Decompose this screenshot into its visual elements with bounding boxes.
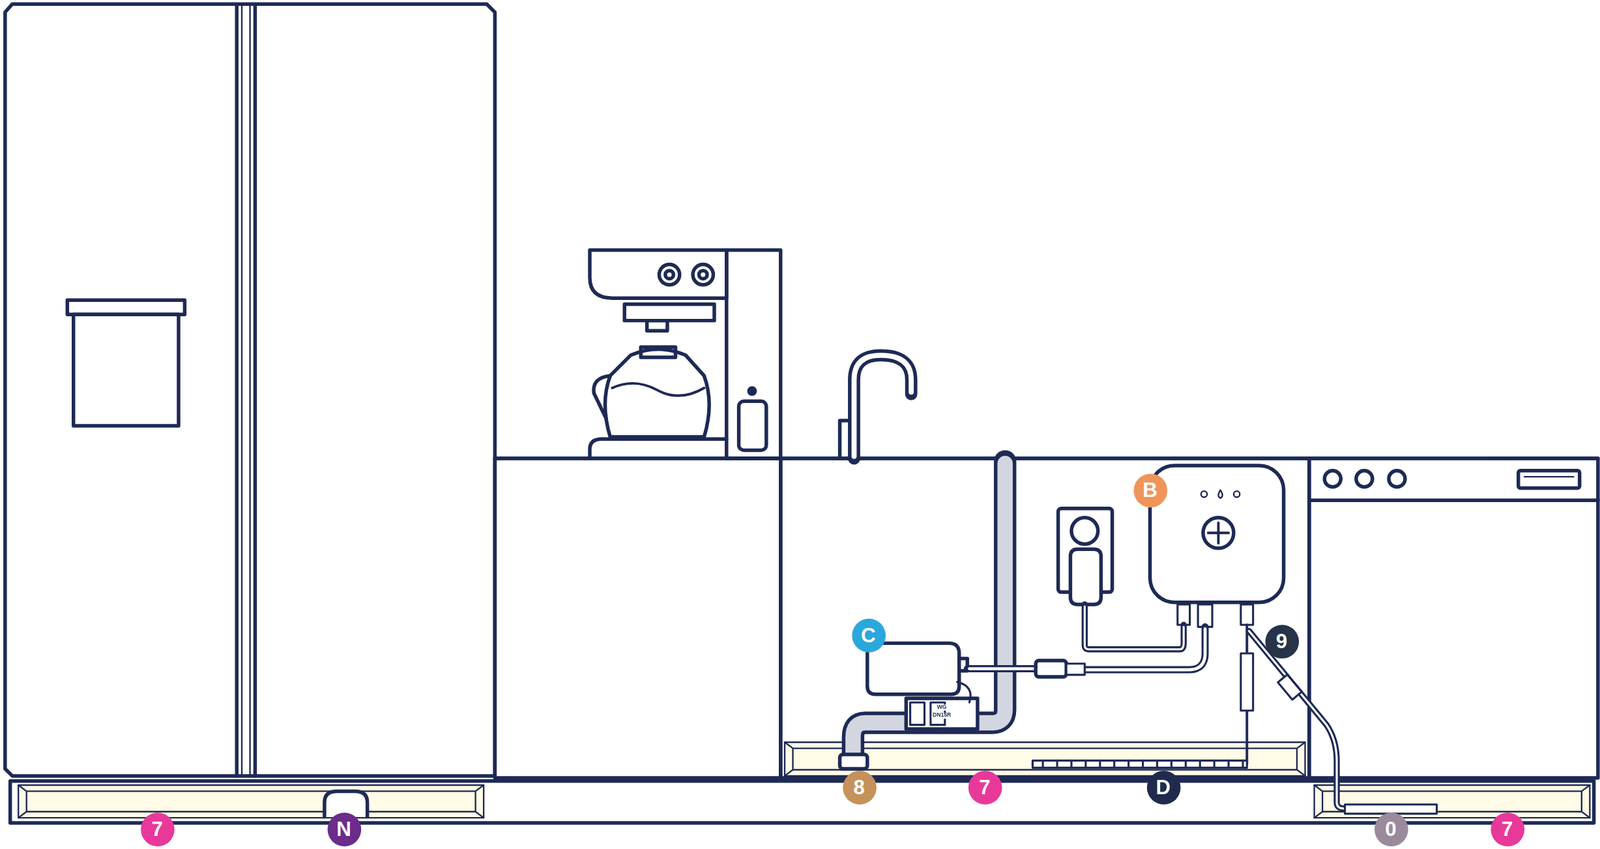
- strip-tick: [1084, 759, 1087, 768]
- drain-pipe: [840, 461, 1006, 769]
- sensor-cable: [1032, 624, 1253, 768]
- strip-tick: [1127, 759, 1130, 768]
- control-hub: [1150, 465, 1284, 627]
- strip-tick: [1213, 759, 1216, 768]
- callout-number: B: [1133, 473, 1168, 508]
- strip-tick: [1141, 759, 1144, 768]
- strip-tick: [1199, 759, 1202, 768]
- strip-tick: [1170, 759, 1173, 768]
- valve-cable: [967, 626, 1206, 677]
- strip-tick: [1098, 759, 1101, 768]
- callout-number: N: [327, 812, 362, 846]
- callout-number: 7: [967, 769, 1002, 804]
- probe-cable: [1248, 630, 1437, 814]
- fridge: [5, 3, 496, 776]
- callout-number: C: [851, 617, 886, 652]
- strip-tick: [1070, 759, 1073, 768]
- valve-marking: WG: [935, 704, 948, 711]
- strip-tick: [1113, 759, 1116, 768]
- strip-tick: [1156, 759, 1159, 768]
- plinth: [10, 780, 1595, 823]
- strip-tick: [1184, 759, 1187, 768]
- callout-number: 7: [1490, 812, 1525, 846]
- strip-tick: [1055, 759, 1058, 768]
- valve-marking: DN15R: [931, 712, 952, 719]
- cabinets: [494, 458, 1599, 778]
- strip-tick: [1227, 759, 1230, 768]
- callout-number: D: [1146, 769, 1181, 804]
- strip-tick: [1042, 759, 1045, 768]
- callout-number: 8: [842, 769, 876, 804]
- callout-number: 7: [140, 812, 175, 846]
- strip-tick: [1241, 759, 1244, 768]
- faucet: [840, 355, 912, 459]
- callout-number: 9: [1265, 623, 1299, 658]
- coffee-machine: [589, 250, 781, 459]
- flood-sensor: [840, 754, 868, 769]
- callout-number: 0: [1373, 812, 1408, 846]
- shutoff-valve: [867, 642, 978, 729]
